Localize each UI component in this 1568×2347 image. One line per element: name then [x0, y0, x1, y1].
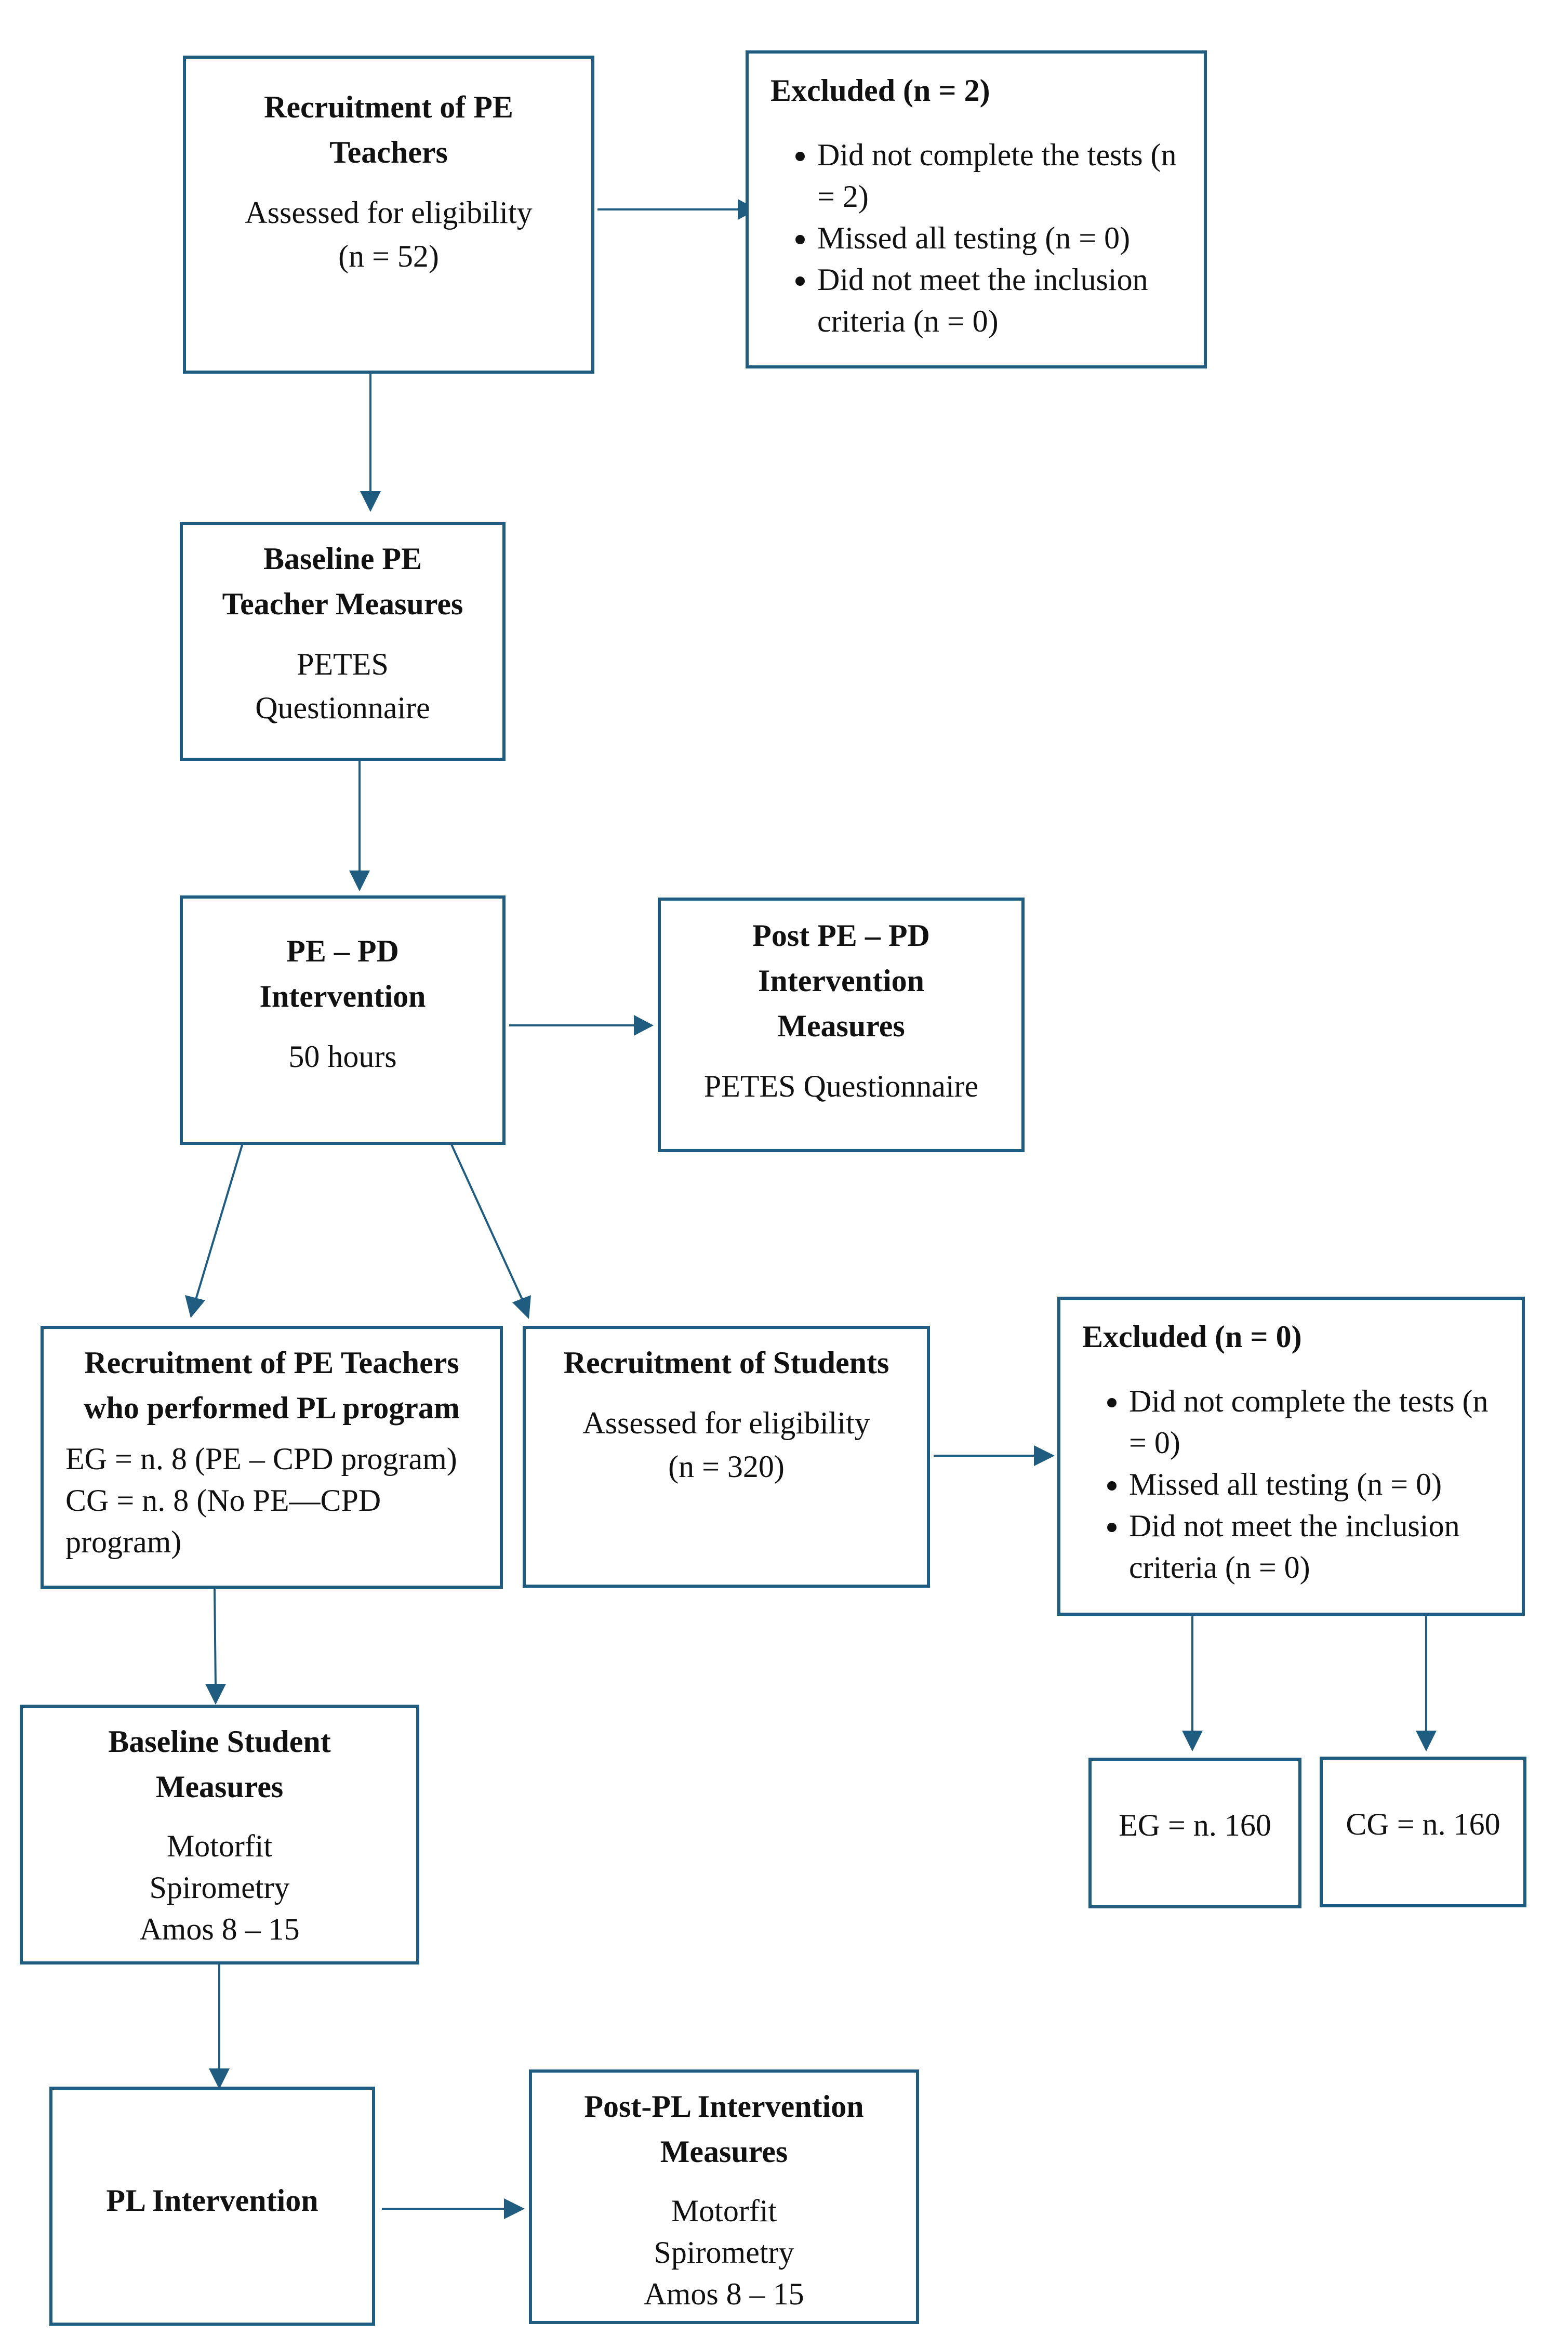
post-pe-pd-box: Post PE – PD Intervention Measures PETES…	[658, 898, 1025, 1152]
post-pe-pd-title-1: Post PE – PD	[752, 918, 930, 953]
post-pl-box: Post-PL Intervention Measures Motorfit S…	[529, 2069, 919, 2324]
recruitment-pl-teachers-title-2: who performed PL program	[84, 1391, 460, 1425]
post-pl-amos: Amos 8 – 15	[644, 2277, 804, 2311]
cg-group-box: CG = n. 160	[1320, 1757, 1526, 1907]
arrow-pl-teachers-to-baseline-student	[214, 1589, 217, 1687]
pe-pd-intervention-box: PE – PD Intervention 50 hours	[180, 895, 506, 1145]
excluded-teachers-item: Did not meet the inclusion criteria (n =…	[817, 259, 1193, 342]
arrow-baseline-to-intervention-head	[349, 871, 370, 891]
eg-group-box: EG = n. 160	[1088, 1758, 1301, 1908]
arrow-pl-to-post-pl-head	[504, 2198, 525, 2219]
arrow-excluded-to-cg-head	[1416, 1731, 1437, 1751]
baseline-student-motorfit: Motorfit	[166, 1829, 273, 1863]
recruitment-pl-teachers-eg: EG = n. 8 (PE – CPD program)	[65, 1442, 457, 1476]
excluded-teachers-box: Excluded (n = 2) Did not complete the te…	[746, 50, 1207, 368]
arrow-intervention-to-students	[450, 1143, 523, 1300]
recruitment-pl-teachers-cg-cont: program)	[65, 1525, 182, 1559]
recruitment-teachers-title-1: Recruitment of PE	[264, 90, 513, 124]
arrow-intervention-to-students-head	[512, 1295, 531, 1319]
excluded-students-list: Did not complete the tests (n = 0) Misse…	[1082, 1380, 1511, 1588]
baseline-teacher-instrument-2: Questionnaire	[255, 691, 430, 725]
post-pl-title-1: Post-PL Intervention	[584, 2089, 864, 2124]
arrow-students-to-excluded-head	[1034, 1445, 1055, 1466]
recruitment-pl-teachers-box: Recruitment of PE Teachers who performed…	[41, 1326, 503, 1589]
pe-pd-intervention-title-2: Intervention	[259, 979, 426, 1013]
arrow-excluded-to-eg-head	[1182, 1731, 1203, 1751]
recruitment-teachers-box: Recruitment of PE Teachers Assessed for …	[183, 56, 594, 374]
recruitment-students-eligibility: Assessed for eligibility	[582, 1406, 870, 1440]
excluded-students-item: Did not meet the inclusion criteria (n =…	[1129, 1505, 1511, 1588]
arrow-baseline-student-to-pl-head	[209, 2068, 230, 2089]
arrow-intervention-to-pl-teachers	[195, 1143, 244, 1300]
pl-intervention-title: PL Intervention	[106, 2183, 318, 2218]
recruitment-students-box: Recruitment of Students Assessed for eli…	[523, 1326, 930, 1588]
post-pe-pd-instrument: PETES Questionnaire	[703, 1069, 979, 1103]
arrow-pl-teachers-to-baseline-student-head	[205, 1684, 226, 1705]
cg-group-label: CG = n. 160	[1346, 1807, 1500, 1841]
excluded-teachers-title: Excluded (n = 2)	[770, 73, 990, 108]
arrow-recruitment-to-baseline-head	[360, 491, 381, 512]
recruitment-teachers-eligibility: Assessed for eligibility	[245, 195, 533, 230]
baseline-teacher-title-2: Teacher Measures	[222, 587, 463, 621]
baseline-student-title-2: Measures	[155, 1770, 284, 1804]
excluded-students-item: Missed all testing (n = 0)	[1129, 1463, 1511, 1505]
recruitment-teachers-title-2: Teachers	[329, 135, 448, 169]
post-pl-spirometry: Spirometry	[654, 2235, 794, 2270]
recruitment-teachers-count: (n = 52)	[338, 239, 439, 273]
recruitment-students-count: (n = 320)	[668, 1449, 785, 1484]
pe-pd-intervention-duration: 50 hours	[288, 1039, 397, 1074]
post-pl-title-2: Measures	[660, 2134, 788, 2169]
baseline-student-box: Baseline Student Measures Motorfit Spiro…	[20, 1705, 419, 1964]
recruitment-pl-teachers-cg: CG = n. 8 (No PE—CPD	[65, 1483, 381, 1518]
arrow-intervention-to-post-head	[634, 1015, 654, 1036]
eg-group-label: EG = n. 160	[1119, 1808, 1271, 1842]
baseline-student-spirometry: Spirometry	[149, 1870, 290, 1905]
arrow-intervention-to-pl-teachers-head	[185, 1295, 205, 1318]
post-pl-motorfit: Motorfit	[671, 2194, 777, 2228]
post-pe-pd-title-2: Intervention	[758, 964, 924, 998]
excluded-teachers-item: Missed all testing (n = 0)	[817, 217, 1193, 259]
excluded-students-item: Did not complete the tests (n = 0)	[1129, 1380, 1511, 1463]
excluded-teachers-list: Did not complete the tests (n = 2) Misse…	[770, 134, 1193, 342]
baseline-teacher-title-1: Baseline PE	[263, 542, 422, 576]
baseline-student-amos: Amos 8 – 15	[139, 1912, 300, 1946]
excluded-students-title: Excluded (n = 0)	[1082, 1320, 1302, 1354]
excluded-students-box: Excluded (n = 0) Did not complete the te…	[1057, 1297, 1525, 1616]
pe-pd-intervention-title-1: PE – PD	[286, 934, 399, 968]
recruitment-students-title: Recruitment of Students	[563, 1346, 889, 1380]
baseline-teacher-instrument-1: PETES	[297, 647, 389, 681]
baseline-teacher-box: Baseline PE Teacher Measures PETES Quest…	[180, 522, 506, 761]
excluded-teachers-item: Did not complete the tests (n = 2)	[817, 134, 1193, 217]
post-pe-pd-title-3: Measures	[777, 1009, 905, 1043]
pl-intervention-box: PL Intervention	[49, 2087, 375, 2326]
baseline-student-title-1: Baseline Student	[108, 1724, 331, 1759]
recruitment-pl-teachers-title-1: Recruitment of PE Teachers	[84, 1346, 459, 1380]
